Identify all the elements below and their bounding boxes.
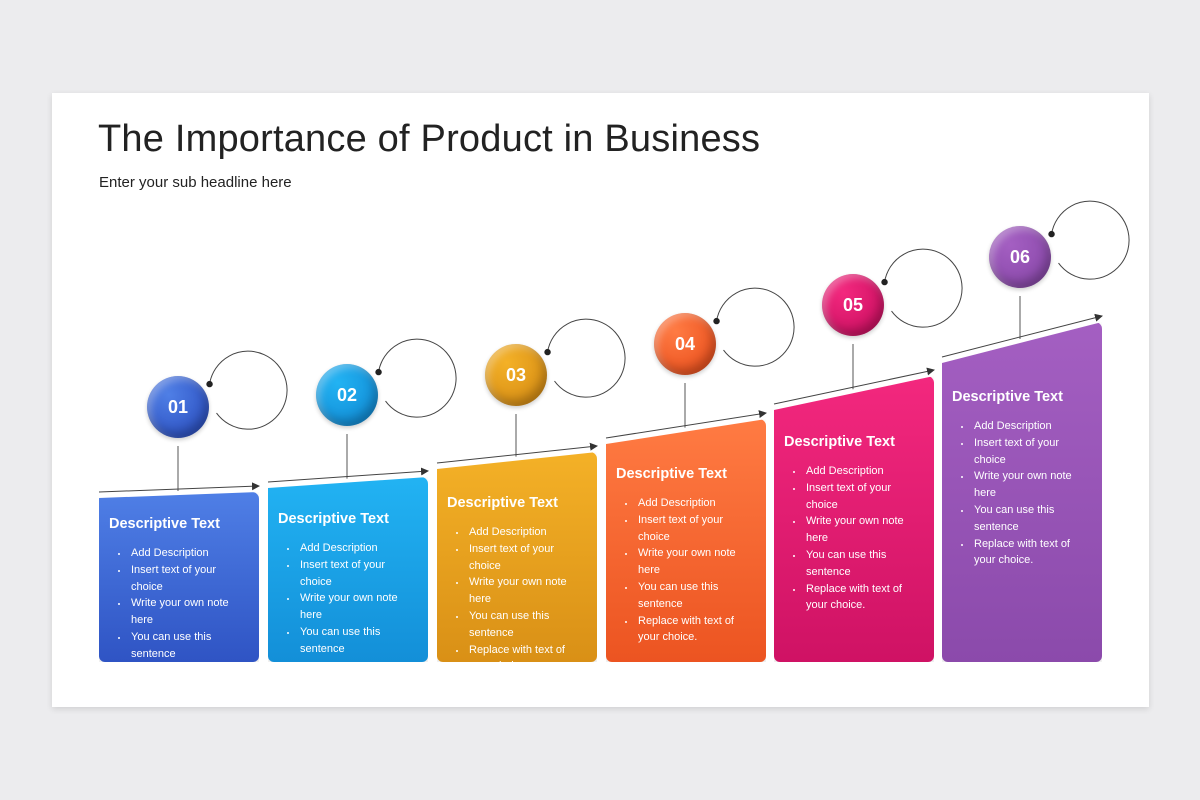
step-list-item: Add Description [804, 463, 924, 480]
step-number-badge-06: 06 [989, 226, 1051, 288]
step-heading: Descriptive Text [109, 516, 220, 532]
step-number-badge-01: 01 [147, 376, 209, 438]
step-ring [1051, 200, 1130, 280]
step-arrow [773, 367, 935, 405]
step-heading: Descriptive Text [952, 389, 1063, 405]
step-ring-dot [881, 278, 888, 286]
step-ring-dot [206, 380, 213, 388]
step-list-item: Write your own note here [129, 595, 249, 629]
step-list-item: Add Description [972, 418, 1092, 435]
step-list-item: Add Description [298, 540, 418, 557]
step-list-item: Add Description [467, 524, 587, 541]
step-ring [547, 318, 626, 398]
step-list-item: Write your own note here [972, 468, 1092, 502]
step-list-item: Write your own note here [636, 545, 756, 579]
slide-subtitle: Enter your sub headline here [99, 174, 292, 191]
step-list-item: You can use this sentence [298, 624, 418, 658]
step-number-badge-05: 05 [822, 274, 884, 336]
step-list-item: You can use this [804, 547, 924, 564]
step-list: Add DescriptionInsert text of your choic… [278, 540, 418, 658]
step-card-03: Descriptive TextAdd DescriptionInsert te… [437, 452, 597, 662]
step-list-item: You can use this sentence [972, 502, 1092, 536]
step-list-item: Write your own note here [467, 574, 587, 608]
step-list-item: Replace with text of your choice. [467, 642, 587, 662]
step-ring-dot [544, 348, 551, 356]
step-list: Add DescriptionInsert text of your choic… [109, 545, 249, 662]
step-arrow [267, 467, 429, 483]
step-ring-dot [713, 317, 720, 325]
step-card-06: Descriptive TextAdd DescriptionInsert te… [942, 322, 1102, 662]
step-list-item: Write your own note [804, 513, 924, 530]
step-number-badge-02: 02 [316, 364, 378, 426]
step-list-item: You can use this sentence [129, 629, 249, 662]
step-list-item: choice [806, 498, 838, 511]
step-card-04: Descriptive TextAdd DescriptionInsert te… [606, 419, 766, 662]
step-ring [378, 338, 457, 418]
step-list-item: You can use this sentence [467, 608, 587, 642]
step-list-item: Add Description [636, 495, 756, 512]
step-card-01: Descriptive TextAdd DescriptionInsert te… [99, 492, 259, 662]
slide-title: The Importance of Product in Business [98, 118, 761, 160]
step-list-item: Add Description [129, 545, 249, 562]
step-list-item: here [806, 532, 829, 545]
step-list-item: Write your own note here [298, 590, 418, 624]
step-list: Add DescriptionInsert text of your choic… [952, 418, 1092, 569]
step-list-item: your choice. [806, 599, 866, 612]
step-list-item: You can use this sentence [636, 579, 756, 613]
step-arrow [941, 313, 1103, 358]
step-ring [716, 287, 795, 367]
step-ring-dot [1048, 230, 1055, 238]
step-list-item: Replace with text of your choice. [972, 536, 1092, 570]
step-list: Add DescriptionInsert text of your choic… [447, 524, 587, 662]
step-list: Add DescriptionInsert text of your choic… [616, 495, 756, 646]
step-ring [884, 248, 963, 328]
step-list-item: sentence [806, 565, 851, 578]
step-heading: Descriptive Text [784, 434, 895, 450]
step-arrow [605, 410, 767, 439]
step-heading: Descriptive Text [278, 511, 389, 527]
step-list-item: Insert text of your choice [636, 512, 756, 546]
step-list-item: Insert text of your choice [298, 557, 418, 591]
step-list-item: Insert text of your choice [129, 562, 249, 596]
step-arrow [436, 442, 598, 464]
step-list-item: Replace with text of your choice. [636, 613, 756, 647]
step-list-item: Insert text of your choice [972, 435, 1092, 469]
step-card-05: Descriptive TextAdd DescriptionInsert te… [774, 376, 934, 662]
step-list: Add DescriptionInsert text of yourchoice… [784, 463, 924, 614]
step-number-badge-04: 04 [654, 313, 716, 375]
step-number-badge-03: 03 [485, 344, 547, 406]
step-list-item: Insert text of your [804, 480, 924, 497]
step-list-item: Replace with text of [804, 581, 924, 598]
step-arrow [98, 482, 260, 493]
step-list-item: Insert text of your choice [467, 541, 587, 575]
step-ring [209, 350, 288, 430]
step-heading: Descriptive Text [616, 466, 727, 482]
step-heading: Descriptive Text [447, 495, 558, 511]
step-ring-dot [375, 368, 382, 376]
step-card-02: Descriptive TextAdd DescriptionInsert te… [268, 477, 428, 662]
